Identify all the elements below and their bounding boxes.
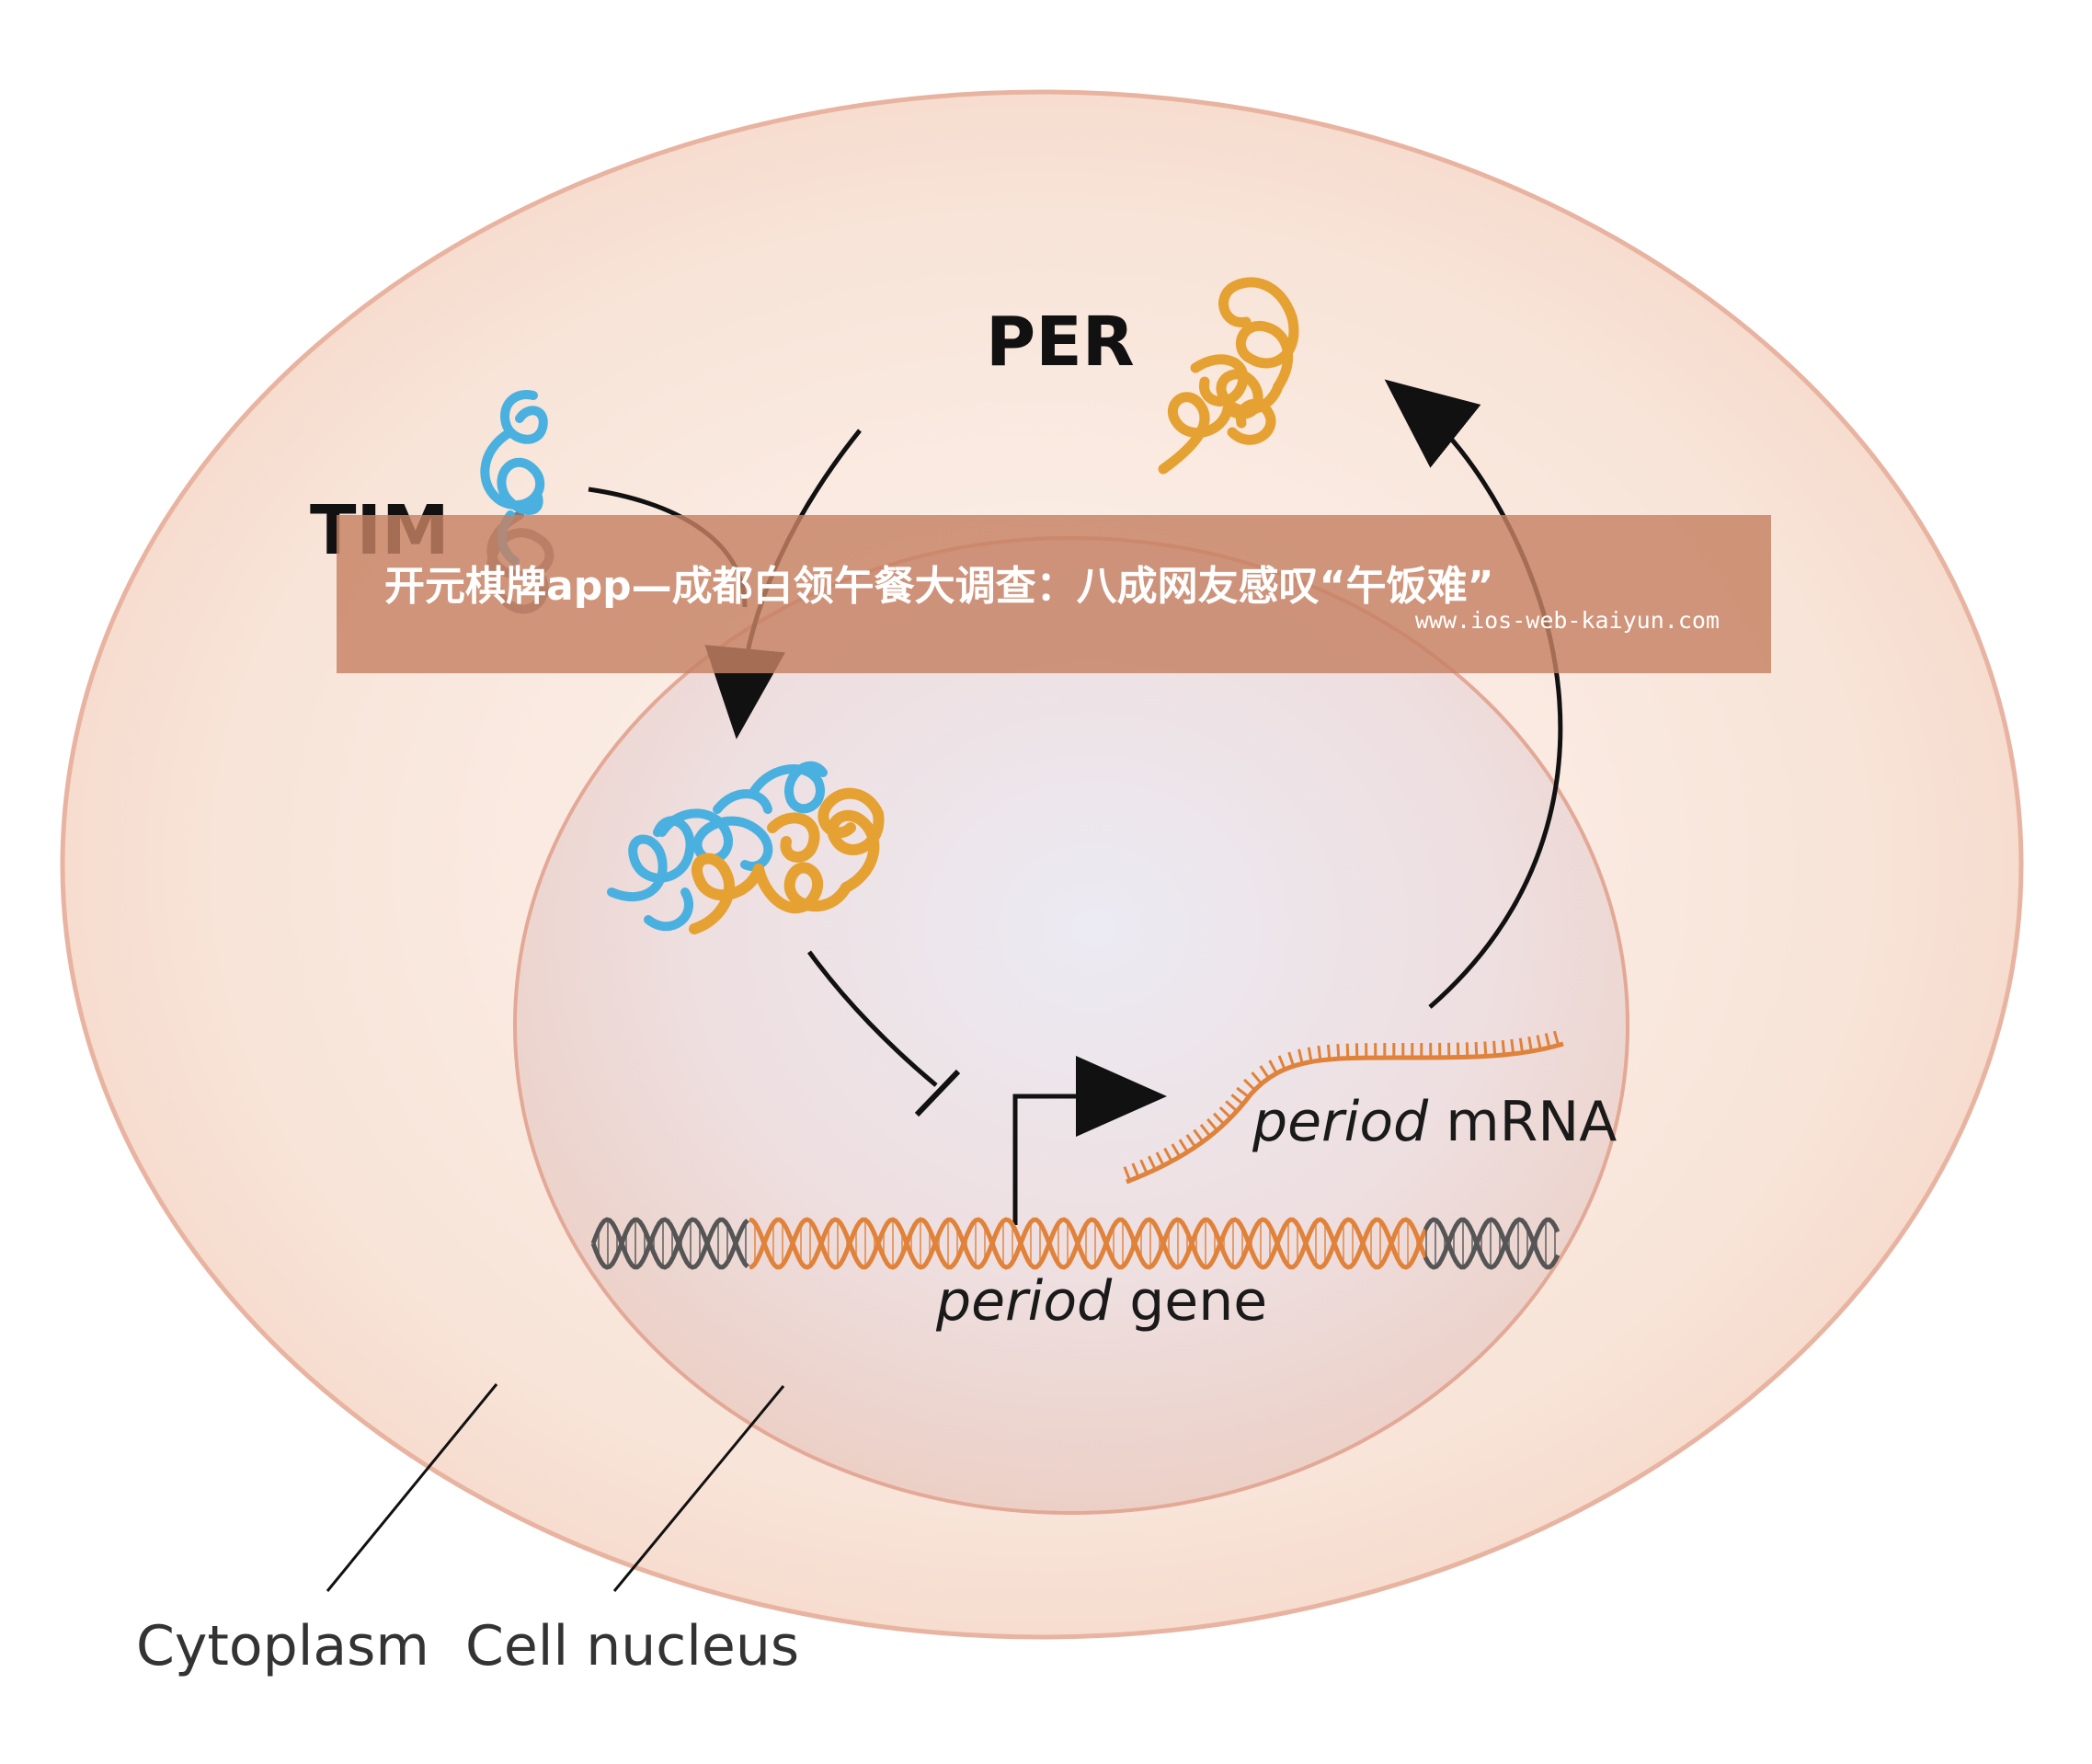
transcription-start-arrow bbox=[1012, 1056, 1167, 1225]
per-protein-icon bbox=[1158, 277, 1299, 475]
repression-bar bbox=[914, 1069, 961, 1117]
mrna-nucleotide bbox=[1206, 1117, 1218, 1131]
mrna-nucleotide bbox=[1213, 1112, 1226, 1126]
mrna-nucleotide bbox=[1268, 1060, 1278, 1074]
dna-strand bbox=[590, 1217, 749, 1270]
dna-strand bbox=[590, 1217, 749, 1270]
mrna-nucleotide bbox=[1287, 1051, 1296, 1067]
dna-strand bbox=[749, 1217, 1428, 1270]
mrna-nucleotide bbox=[1510, 1038, 1515, 1055]
mrna-nucleotide bbox=[1492, 1040, 1497, 1056]
per-label: PER bbox=[986, 303, 1135, 382]
mrna-nucleotide bbox=[1336, 1044, 1341, 1060]
mrna-nucleotide bbox=[1552, 1030, 1560, 1046]
mrna-nucleotide bbox=[1501, 1039, 1506, 1056]
dna-helix-icon bbox=[590, 1217, 1560, 1270]
mrna-nucleotide bbox=[1277, 1055, 1286, 1071]
mrna-nucleotide bbox=[1155, 1151, 1165, 1166]
mrna-nucleotide bbox=[1218, 1106, 1232, 1119]
mrna-nucleotide bbox=[1123, 1166, 1132, 1182]
mrna-nucleotide bbox=[1163, 1147, 1173, 1163]
mrna-nucleotide bbox=[1518, 1037, 1525, 1053]
mrna-label-rest: mRNA bbox=[1428, 1090, 1617, 1154]
mrna-nucleotide bbox=[1297, 1048, 1304, 1064]
nucleus-pointer bbox=[612, 1385, 785, 1592]
mrna-nucleotide bbox=[1536, 1035, 1542, 1050]
mrna-nucleotide bbox=[1259, 1065, 1270, 1080]
mrna-nucleotide bbox=[1251, 1071, 1263, 1085]
mrna-nucleotide bbox=[1139, 1159, 1149, 1174]
dna-strand bbox=[749, 1217, 1428, 1270]
mrna-nucleotide bbox=[1465, 1042, 1469, 1058]
mrna-nucleotide bbox=[1131, 1163, 1140, 1178]
mrna-strand-icon bbox=[1123, 1030, 1564, 1185]
cytoplasm-label: Cytoplasm bbox=[136, 1614, 429, 1678]
mrna-nucleotide bbox=[1178, 1139, 1189, 1153]
mrna-nucleotide bbox=[1483, 1041, 1488, 1057]
cell-nucleus bbox=[513, 536, 1629, 1515]
mrna-nucleotide bbox=[1199, 1123, 1212, 1138]
mrna-nucleotide bbox=[1148, 1155, 1157, 1171]
mrna-nucleotide bbox=[1345, 1043, 1350, 1059]
mrna-nucleotide bbox=[1474, 1041, 1479, 1057]
mrna-nucleotide bbox=[1544, 1033, 1551, 1048]
nucleus-label: Cell nucleus bbox=[465, 1614, 799, 1678]
mrna-nucleotide bbox=[1317, 1045, 1322, 1061]
banner-background bbox=[337, 515, 1771, 673]
mrna-nucleotide bbox=[1527, 1037, 1533, 1052]
mrna-nucleotide bbox=[1326, 1044, 1332, 1060]
mrna-label: period mRNA bbox=[1252, 1090, 1617, 1154]
mrna-nucleotide bbox=[1230, 1094, 1244, 1105]
gene-label: period gene bbox=[935, 1269, 1267, 1334]
mrna-nucleotide bbox=[1236, 1086, 1250, 1098]
cytoplasm-pointer bbox=[326, 1383, 498, 1592]
mrna-nucleotide bbox=[1307, 1047, 1313, 1062]
gene-label-italic: period bbox=[935, 1269, 1113, 1334]
mrna-nucleotide bbox=[1171, 1143, 1182, 1158]
per-tim-complex-icon bbox=[607, 761, 885, 934]
repression-arrow bbox=[806, 950, 938, 1087]
gene-label-rest: gene bbox=[1112, 1269, 1267, 1334]
mrna-nucleotide bbox=[1243, 1078, 1256, 1092]
mrna-nucleotide bbox=[1185, 1134, 1197, 1149]
mrna-nucleotide bbox=[1225, 1100, 1239, 1113]
banner-url: www.ios-web-kaiyun.com bbox=[1415, 607, 1720, 634]
banner-title: 开元棋牌app—成都白领午餐大调查：八成网友感叹“午饭难” bbox=[384, 563, 1494, 610]
mrna-nucleotide bbox=[1193, 1128, 1205, 1143]
mrna-label-italic: period bbox=[1252, 1090, 1429, 1154]
watermark-banner: 开元棋牌app—成都白领午餐大调查：八成网友感叹“午饭难” www.ios-we… bbox=[337, 515, 1771, 673]
